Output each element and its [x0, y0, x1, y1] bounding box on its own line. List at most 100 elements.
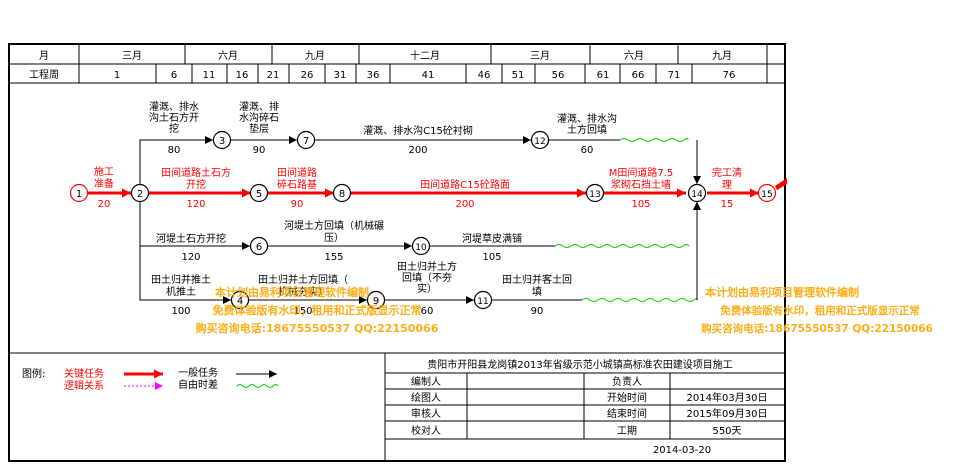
task-duration: 200 — [408, 145, 427, 156]
start-label: 开始时间 — [607, 391, 647, 404]
responsible-label: 负责人 — [612, 375, 642, 388]
watermark-line: 购买咨询电话:18675550537 QQ:22150066 — [196, 321, 439, 335]
week-label: 66 — [632, 70, 645, 81]
watermark-line: 免费体验版有水印，租用和正式版显示正常 — [213, 303, 422, 317]
node-label: 7 — [303, 136, 309, 147]
week-label: 71 — [668, 70, 681, 81]
task-name: 施工准备 — [94, 165, 114, 190]
node-13[interactable]: 13 — [585, 183, 605, 203]
node-4[interactable]: 4 — [230, 290, 250, 310]
task-name: 河堤土方回填（机械碾压） — [284, 219, 384, 244]
nodes: 1 2 3 4 5 6 7 8 — [69, 130, 777, 310]
task-duration: 80 — [168, 145, 181, 156]
watermark-line: 本计划由易利项目管理软件编制 — [215, 285, 369, 299]
week-label: 46 — [478, 70, 491, 81]
node-9[interactable]: 9 — [366, 290, 386, 310]
week-label: 6 — [171, 70, 177, 81]
reviewer-label: 审核人 — [411, 407, 441, 420]
node-5[interactable]: 5 — [249, 183, 269, 203]
task-duration: 120 — [181, 252, 200, 263]
node-label: 5 — [256, 189, 262, 200]
month-label: 九月 — [305, 50, 325, 62]
task-duration: 15 — [721, 199, 734, 210]
duration-label: 工期 — [617, 425, 637, 437]
node-15[interactable]: 15 — [757, 183, 777, 203]
timeline-header: 月 工程周 三月 六月 九月 十二月 三月 六月 九月 1 6 11 16 21… — [9, 44, 785, 84]
task-duration: 150 — [293, 306, 312, 317]
node-label: 13 — [589, 190, 600, 200]
task-duration: 20 — [98, 199, 111, 210]
month-label: 九月 — [712, 50, 732, 62]
week-label: 31 — [334, 70, 347, 81]
legend-float-label: 自由时差 — [178, 378, 218, 391]
week-label: 41 — [422, 70, 435, 81]
float-12-14 — [619, 138, 689, 142]
week-label: 51 — [512, 70, 525, 81]
node-1[interactable]: 1 — [69, 183, 89, 203]
month-label: 十二月 — [410, 49, 440, 62]
node-label: 3 — [219, 136, 225, 147]
week-label: 36 — [367, 70, 380, 81]
task-duration: 100 — [171, 306, 190, 317]
float-10-14 — [554, 244, 690, 248]
month-label: 三月 — [530, 50, 550, 62]
week-label: 56 — [552, 70, 565, 81]
arrow-2-4 — [139, 202, 231, 304]
task-duration: 120 — [186, 199, 205, 210]
week-label: 61 — [597, 70, 610, 81]
node-12[interactable]: 12 — [530, 130, 550, 150]
week-label: 1 — [114, 70, 120, 81]
task-name: 河堤土石方开挖 — [156, 232, 226, 245]
week-label: 16 — [236, 70, 249, 81]
legend: 图例: 关键任务 逻辑关系 一般任务 自由时差 — [22, 366, 279, 392]
task-name: 田间道路C15砼路面 — [420, 178, 510, 191]
task-name: 灌溉、排水沟C15砼衬砌 — [363, 124, 473, 137]
node-2[interactable]: 2 — [130, 183, 150, 203]
task-name: 田土归并推土机推土 — [151, 273, 211, 298]
task-name: 田间道路碎石路基 — [277, 166, 317, 191]
title-block: 贵阳市开阳县龙岗镇2013年省级示范小城镇高标准农田建设项目施工 编制人 负责人… — [385, 358, 785, 456]
legend-title: 图例: — [22, 367, 45, 380]
node-3[interactable]: 3 — [212, 130, 232, 150]
node-8[interactable]: 8 — [332, 183, 352, 203]
month-label: 六月 — [218, 50, 238, 62]
week-label: 76 — [723, 70, 736, 81]
legend-float-line — [236, 384, 279, 388]
task-duration: 90 — [253, 145, 266, 156]
node-label: 4 — [237, 296, 243, 307]
watermark-line: 购买咨询电话:18675550537 QQ:22150066 — [701, 322, 933, 335]
duration-value: 550天 — [712, 426, 741, 437]
start-value: 2014年03月30日 — [687, 391, 768, 404]
week-row-label: 工程周 — [29, 69, 59, 81]
task-name: 完工清理 — [712, 166, 742, 191]
task-duration: 90 — [531, 306, 544, 317]
week-label: 11 — [203, 70, 216, 81]
month-label: 三月 — [122, 50, 142, 62]
finish-flag-icon — [775, 178, 787, 190]
node-label: 6 — [256, 242, 262, 253]
node-7[interactable]: 7 — [296, 130, 316, 150]
node-label: 8 — [339, 189, 345, 200]
editor-label: 编制人 — [411, 375, 441, 388]
task-name: 河堤草皮满铺 — [462, 232, 522, 245]
arrow-2-3 — [139, 136, 213, 184]
node-label: 14 — [691, 190, 703, 200]
float-11-14 — [581, 298, 698, 302]
watermark-line: 免费体验版有水印，租用和正式版显示正常 — [720, 304, 920, 317]
task-duration: 200 — [455, 199, 474, 210]
legend-general-label: 一般任务 — [178, 366, 218, 379]
task-name: 灌溉、排水沟土石方开挖 — [149, 100, 199, 135]
node-14[interactable]: 14 — [687, 183, 707, 203]
task-name: 田土归并客土回填 — [502, 273, 572, 298]
node-label: 15 — [761, 190, 772, 200]
task-duration: 155 — [324, 252, 343, 263]
node-10[interactable]: 10 — [411, 236, 431, 256]
node-11[interactable]: 11 — [473, 290, 493, 310]
week-label: 26 — [301, 70, 314, 81]
node-6[interactable]: 6 — [249, 236, 269, 256]
month-row-label: 月 — [39, 50, 49, 62]
project-title: 贵阳市开阳县龙岗镇2013年省级示范小城镇高标准农田建设项目施工 — [427, 358, 732, 371]
